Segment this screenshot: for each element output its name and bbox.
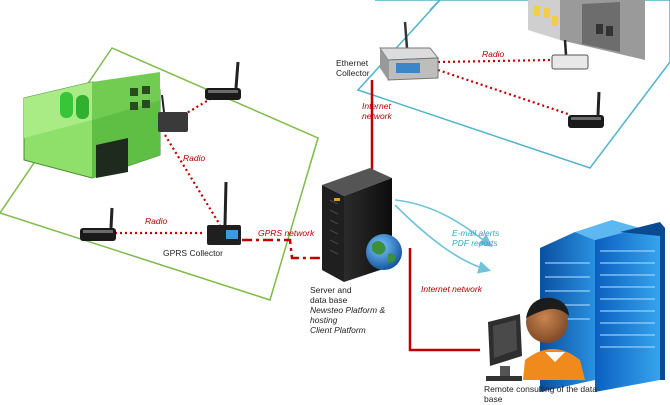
remote-consulting-label-line2: base [484, 394, 503, 404]
email-arrows [394, 199, 493, 274]
email-alerts-label-line1: E-mail alerts [452, 228, 500, 238]
radio-label-top: Radio [482, 49, 505, 59]
gprs-network-label: GPRS network [258, 228, 315, 238]
internet-links [370, 80, 480, 352]
sensor-devices [80, 39, 604, 241]
server-label: Server and data base Newsteo Platform & … [310, 285, 385, 335]
ethernet-collector-label-line1: Ethernet [336, 58, 369, 68]
internet-network-label-bottom: Internet network [421, 284, 482, 294]
sensor-building-icon [551, 39, 589, 70]
email-alerts-label: E-mail alerts PDF reports [452, 228, 499, 248]
gprs-collector-icon [207, 181, 241, 245]
radio-label-left-horizontal: Radio [145, 216, 168, 226]
server-label-line4: hosting [310, 315, 338, 325]
server-label-line2: data base [310, 295, 348, 305]
sensor-right-icon [568, 91, 604, 128]
right-zone-outline [356, 0, 670, 169]
gprs-link [242, 238, 330, 260]
remote-consulting-label-line1: Remote consulting of the data [484, 384, 597, 394]
ethernet-collector-icon [379, 21, 440, 81]
server-label-line5: Client Platform [310, 325, 366, 335]
sensor-left-icon [80, 207, 116, 241]
radio-links [115, 58, 569, 235]
internet-network-label-top: Internet network [362, 101, 392, 121]
remote-user-icon [486, 297, 585, 381]
server-label-line3: Newsteo Platform & [310, 305, 386, 315]
internet-network-label-top-line1: Internet [362, 101, 391, 111]
ethernet-collector-label-line2: Collector [336, 68, 370, 78]
pdf-reports-label-line2: PDF reports [452, 238, 498, 248]
server-icon [322, 168, 402, 282]
server-label-line1: Server and [310, 285, 352, 295]
sensor-top-left-icon [205, 61, 241, 100]
remote-consulting-label: Remote consulting of the data base [484, 384, 597, 404]
ethernet-collector-label: Ethernet Collector [336, 58, 370, 78]
factory-icon [23, 72, 161, 179]
sensor-factory-icon [158, 94, 188, 132]
radio-label-left-vertical: Radio [183, 153, 206, 163]
internet-network-label-top-line2: network [362, 111, 392, 121]
gprs-collector-label: GPRS Collector [163, 248, 223, 258]
office-building-icon [528, 0, 645, 60]
